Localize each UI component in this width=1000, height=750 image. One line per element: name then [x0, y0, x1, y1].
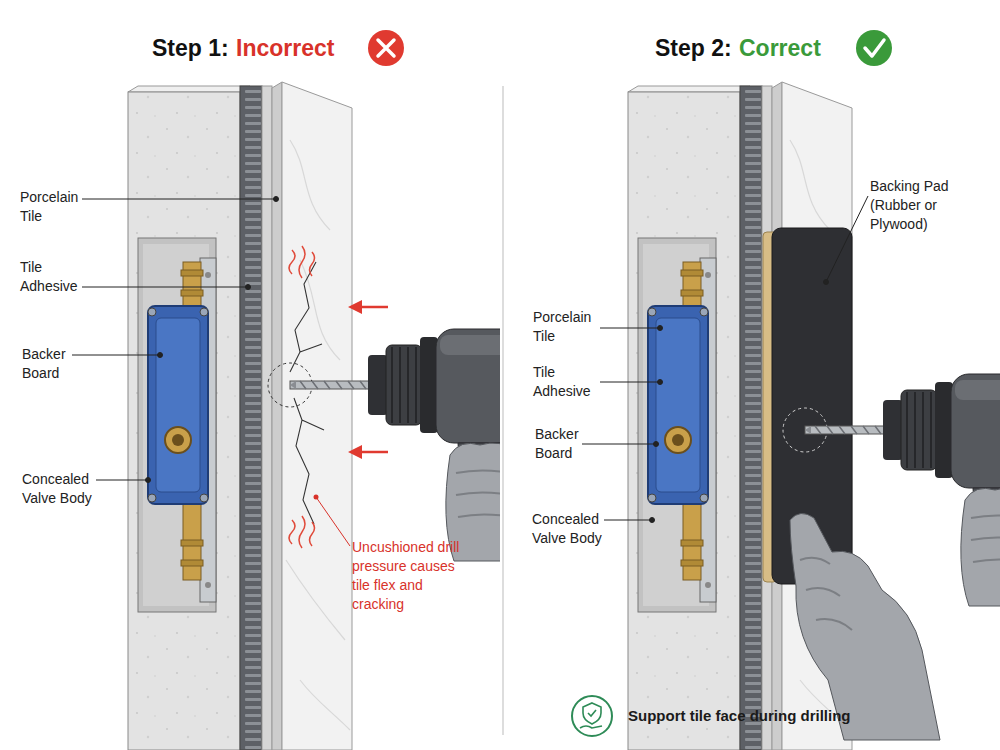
- leader-dot: [658, 326, 663, 331]
- part-label: Porcelain Tile: [20, 188, 90, 226]
- tip-caption: Support tile face during drilling: [628, 706, 851, 725]
- gloved-hand: [790, 513, 940, 740]
- leader-line: [82, 199, 276, 200]
- leader-lines: [72, 197, 279, 483]
- part-label: Concealed Valve Body: [532, 510, 624, 548]
- pressure-arrow: [360, 451, 388, 454]
- glove-seams: [800, 558, 852, 630]
- cross-mark: [378, 40, 394, 56]
- hand-icon: [580, 726, 602, 728]
- cross-icon: [368, 30, 404, 66]
- check-mark: [865, 40, 884, 56]
- pressure-arrowhead: [348, 445, 362, 459]
- panel-heading-status: Correct: [739, 34, 821, 62]
- wall-section: [128, 82, 352, 750]
- leader-lines: [582, 196, 868, 523]
- leader-line: [600, 382, 660, 383]
- part-label: Backer Board: [535, 425, 605, 463]
- note-dot: [314, 495, 319, 500]
- leader-dot: [654, 442, 659, 447]
- leader-line: [72, 355, 160, 356]
- leader-dot: [246, 285, 251, 290]
- leader-dot: [658, 380, 663, 385]
- leader-dot: [650, 518, 655, 523]
- shield-check: [588, 710, 596, 716]
- leader-line: [604, 520, 652, 521]
- leader-line: [96, 480, 148, 481]
- part-label: Backer Board: [22, 345, 92, 383]
- part-label: Backing Pad (Rubber or Plywood): [870, 177, 982, 234]
- leader-dot: [146, 478, 151, 483]
- leader-line: [82, 287, 248, 288]
- part-label: Tile Adhesive: [20, 258, 90, 296]
- panel-divider: [503, 86, 504, 735]
- leader-line: [582, 444, 656, 445]
- check-icon: [856, 30, 892, 66]
- pressure-arrow: [360, 306, 388, 309]
- part-label: Concealed Valve Body: [22, 470, 114, 508]
- panel-heading-status: Incorrect: [236, 34, 334, 62]
- leader-line: [600, 328, 660, 329]
- shield-icon: [583, 703, 601, 724]
- pressure-arrowhead: [348, 300, 362, 314]
- stress-waves: [289, 246, 315, 548]
- power-drill: [290, 329, 500, 561]
- leader-dot: [158, 353, 163, 358]
- tile-crack: [290, 262, 324, 524]
- leader-dot: [824, 280, 829, 285]
- leader-dot: [274, 197, 279, 202]
- drill-clip: [290, 329, 500, 561]
- note-leader: [316, 497, 350, 546]
- panel-heading: Step 1:: [152, 34, 229, 62]
- part-label: Tile Adhesive: [533, 363, 603, 401]
- panel-heading: Step 2:: [655, 34, 732, 62]
- warning-note: Uncushioned drill pressure causes tile f…: [352, 538, 466, 614]
- part-label: Porcelain Tile: [533, 308, 603, 346]
- leader-line: [826, 196, 868, 282]
- support-badge: [572, 696, 612, 736]
